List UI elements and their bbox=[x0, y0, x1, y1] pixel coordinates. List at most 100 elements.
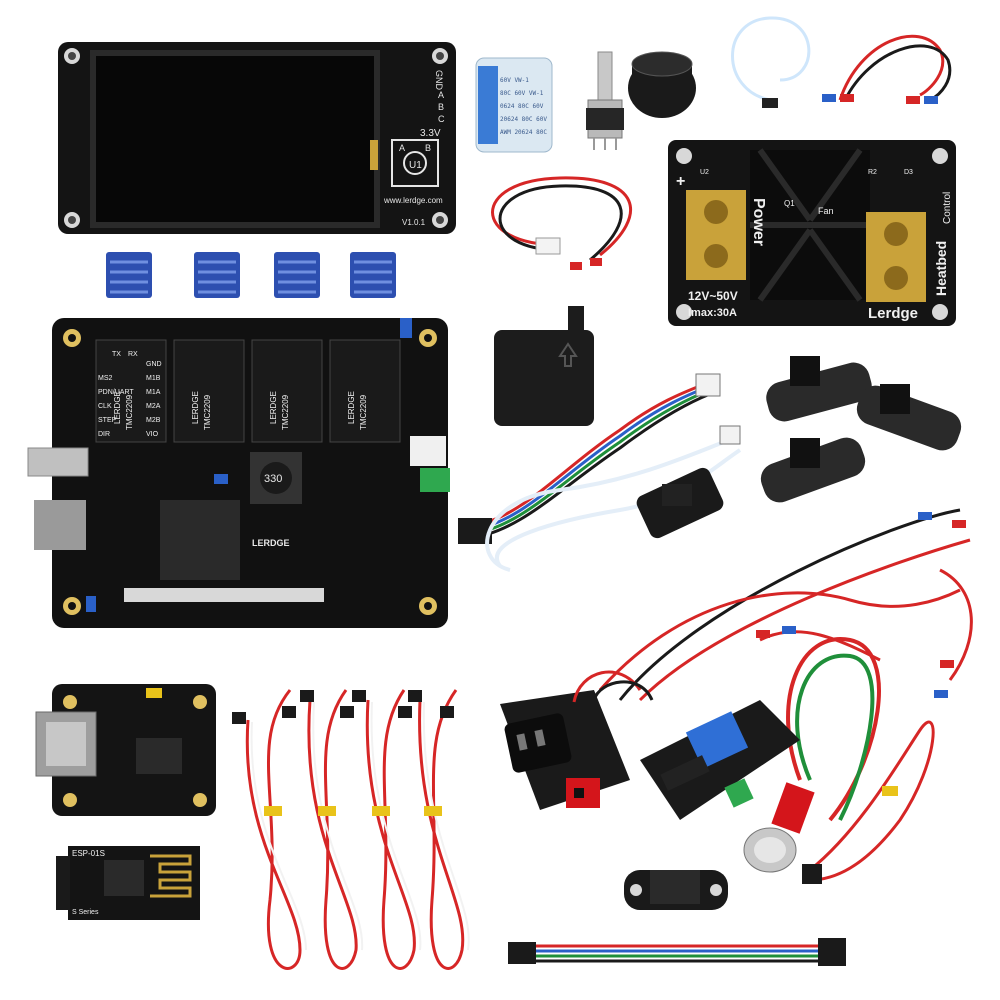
esp-label: ESP-01S bbox=[72, 849, 105, 858]
driver-pin-labels: TX RX MS2 PDN/UART CLK STEP DIR GND M1B … bbox=[98, 351, 162, 438]
ribbon-cable: 60V VW-1 80C 60V VW-1 0624 80C 60V 20624… bbox=[475, 57, 553, 153]
svg-text:TX: TX bbox=[112, 351, 121, 358]
mainboard: 330 LERDGE LERDGE TMC2209 LERDGE TMC2209… bbox=[27, 318, 450, 628]
u2-label: U2 bbox=[700, 169, 709, 176]
esp01s-wifi-module: ESP-01S S Series bbox=[56, 846, 200, 920]
endstop-3 bbox=[760, 437, 866, 503]
jumper-cable-bundle bbox=[232, 689, 470, 970]
svg-text:RX: RX bbox=[128, 351, 138, 358]
endstop-small bbox=[636, 467, 724, 539]
power-lead-top bbox=[822, 34, 952, 104]
encoder-footprint bbox=[391, 139, 439, 187]
svg-text:MS2: MS2 bbox=[98, 375, 113, 382]
plus-label: + bbox=[676, 173, 685, 190]
heatsink-2 bbox=[194, 252, 240, 298]
svg-text:PDN/UART: PDN/UART bbox=[98, 389, 134, 396]
pin-gnd-label: GND bbox=[434, 70, 444, 91]
svg-text:DIR: DIR bbox=[98, 431, 110, 438]
svg-text:M1B: M1B bbox=[146, 375, 161, 382]
svg-text:TMC2209: TMC2209 bbox=[359, 394, 368, 430]
pin-a-label: A bbox=[438, 90, 444, 100]
driver-1: LERDGE TMC2209 bbox=[95, 339, 167, 443]
svg-text:CLK: CLK bbox=[98, 403, 112, 410]
usb-port bbox=[27, 447, 89, 477]
mechanical-endstop bbox=[624, 870, 728, 910]
heatbed-label: Heatbed bbox=[933, 241, 949, 296]
ribbon-connector bbox=[124, 588, 324, 602]
switch-cables bbox=[786, 637, 935, 884]
filament-sensor bbox=[494, 306, 594, 426]
svg-text:M2A: M2A bbox=[146, 403, 161, 410]
heatsink-3 bbox=[274, 252, 320, 298]
svg-text:M1A: M1A bbox=[146, 389, 161, 396]
encoder-knob bbox=[628, 51, 696, 118]
relay-box bbox=[685, 711, 749, 769]
svg-text:VIO: VIO bbox=[146, 431, 159, 438]
lcd-display-module: U1 A B 3.3V GND A B C www.lerdge.com V1.… bbox=[58, 42, 456, 234]
rainbow-cable-bottom bbox=[508, 938, 846, 966]
driver-3: LERDGE TMC2209 bbox=[251, 339, 323, 443]
hotend-cable bbox=[491, 176, 632, 270]
mosfet-heatsink bbox=[750, 148, 870, 302]
endstop-cables bbox=[458, 373, 742, 572]
heatsink-4 bbox=[350, 252, 396, 298]
svg-text:20624 80C 60V: 20624 80C 60V bbox=[500, 116, 547, 123]
svg-text:LERDGE: LERDGE bbox=[269, 391, 278, 424]
mcu-chip bbox=[160, 500, 240, 580]
svg-text:LERDGE: LERDGE bbox=[113, 391, 122, 424]
mosfet-module: + Power Heatbed Control Fan Q1 U2 R2 D3 … bbox=[668, 140, 956, 326]
control-label: Control bbox=[942, 192, 953, 224]
d3-label: D3 bbox=[904, 169, 913, 176]
svg-text:AWM 20624 80C: AWM 20624 80C bbox=[500, 129, 547, 136]
svg-text:TMC2209: TMC2209 bbox=[203, 394, 212, 430]
fan-connector bbox=[410, 436, 446, 466]
pin-c-label: C bbox=[438, 114, 445, 124]
driver-2: LERDGE TMC2209 bbox=[173, 339, 245, 443]
encoder-a-label: A bbox=[399, 143, 405, 153]
svg-text:LERDGE: LERDGE bbox=[191, 391, 200, 424]
esp-series-label: S Series bbox=[72, 909, 99, 916]
fan-label: Fan bbox=[818, 206, 834, 216]
inductor-label: 330 bbox=[264, 473, 282, 485]
heatsink-1 bbox=[106, 252, 152, 298]
website-label: www.lerdge.com bbox=[383, 196, 443, 205]
relay-module bbox=[640, 700, 800, 820]
board-brand: LERDGE bbox=[252, 538, 290, 548]
svg-text:STEP: STEP bbox=[98, 417, 117, 424]
rating-current: Imax:30A bbox=[688, 307, 737, 319]
sd-card-slot bbox=[34, 500, 86, 550]
long-power-wires bbox=[598, 508, 973, 702]
usb-adapter-board bbox=[35, 684, 216, 816]
power-label: Power bbox=[750, 198, 767, 246]
svg-text:80C 60V VW-1: 80C 60V VW-1 bbox=[500, 90, 544, 97]
svg-text:0624 80C 60V: 0624 80C 60V bbox=[500, 103, 544, 110]
version-label: V1.0.1 bbox=[402, 218, 426, 227]
encoder-u-label: U1 bbox=[409, 160, 422, 171]
svg-text:GND: GND bbox=[146, 361, 162, 368]
driver-4: LERDGE TMC2209 bbox=[329, 339, 401, 443]
svg-text:TMC2209: TMC2209 bbox=[125, 394, 134, 430]
thermistor-cable bbox=[731, 16, 811, 108]
mosfet-brand: Lerdge bbox=[868, 305, 918, 322]
rotary-encoder bbox=[586, 51, 624, 150]
q1-label: Q1 bbox=[784, 199, 795, 208]
antenna-trace bbox=[150, 854, 192, 898]
green-terminal bbox=[420, 468, 450, 492]
stepper-heatsinks bbox=[106, 252, 396, 298]
endstop-2 bbox=[856, 384, 962, 451]
ac-power-inlet bbox=[500, 670, 654, 810]
endstop-1 bbox=[766, 356, 872, 422]
metal-push-button bbox=[743, 782, 815, 873]
voltage-label: 3.3V bbox=[420, 128, 441, 139]
encoder-b-label: B bbox=[425, 143, 431, 153]
ribbon-print: 60V VW-1 80C 60V VW-1 0624 80C 60V 20624… bbox=[500, 77, 547, 136]
svg-text:TMC2209: TMC2209 bbox=[281, 394, 290, 430]
lcd-screen bbox=[96, 56, 374, 222]
svg-text:M2B: M2B bbox=[146, 417, 161, 424]
pin-b-label: B bbox=[438, 102, 444, 112]
rating-voltage: 12V~50V bbox=[688, 289, 738, 303]
optical-endstops bbox=[636, 356, 962, 539]
svg-text:LERDGE: LERDGE bbox=[347, 391, 356, 424]
r2-label: R2 bbox=[868, 169, 877, 176]
